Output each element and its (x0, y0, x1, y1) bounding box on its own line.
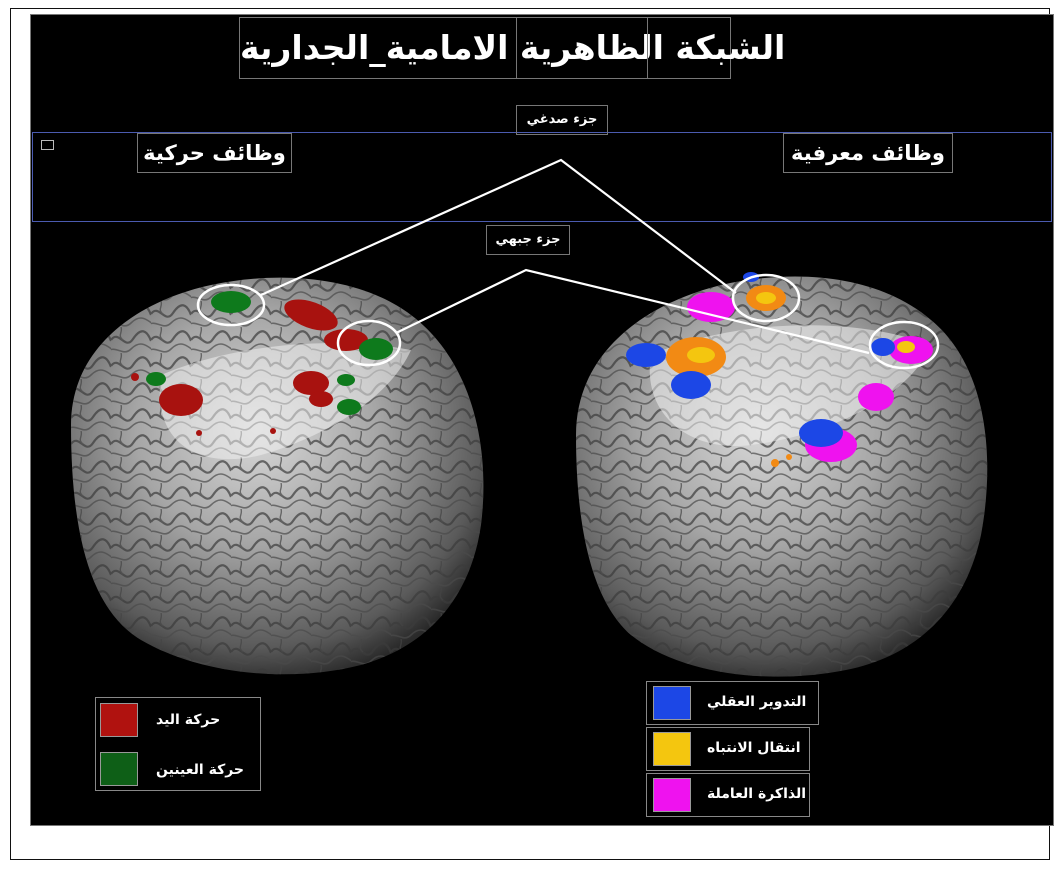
legend-mental-rotation: التدوير العقلي (646, 681, 819, 725)
legend-mental-rotation-label: التدوير العقلي (707, 694, 806, 710)
right-brain (576, 276, 987, 676)
title-box-divider (516, 17, 648, 79)
figure-panel: الشبكة الظاهرية الامامية_الجدارية جزء صد… (30, 14, 1054, 826)
swatch-eye-movement (100, 752, 138, 786)
swatch-hand-movement (100, 703, 138, 737)
legend-hand-movement: حركة اليد (156, 712, 220, 728)
legend-eye-movement: حركة العينين (156, 762, 244, 778)
legend-attention-shift-label: انتقال الانتباه (707, 740, 801, 756)
label-temporal-part: جزء صدغي (516, 105, 608, 135)
label-cognitive-functions: وظائف معرفية (783, 133, 953, 173)
swatch-working-memory (653, 778, 691, 812)
legend-motor: حركة اليد حركة العينين (95, 697, 261, 791)
legend-attention-shift: انتقال الانتباه (646, 727, 810, 771)
label-motor-functions: وظائف حركية (137, 133, 292, 173)
swatch-mental-rotation (653, 686, 691, 720)
legend-working-memory-label: الذاكرة العاملة (707, 786, 806, 802)
label-frontal-part: جزء جبهي (486, 225, 570, 255)
diagram-title: الشبكة الظاهرية الامامية_الجدارية (239, 17, 731, 79)
swatch-attention-shift (653, 732, 691, 766)
left-brain (71, 278, 483, 675)
legend-working-memory: الذاكرة العاملة (646, 773, 810, 817)
